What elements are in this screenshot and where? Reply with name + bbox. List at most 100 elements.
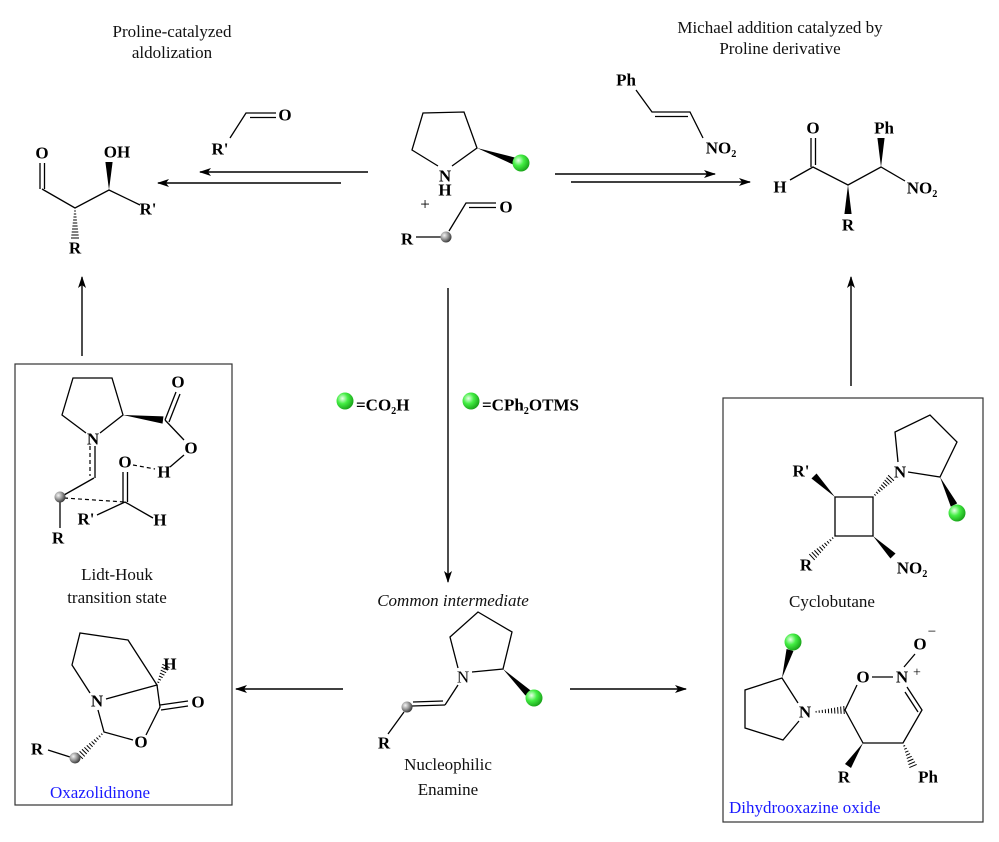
- green-ball-icon: [948, 504, 966, 522]
- gray-ball-icon: [401, 701, 413, 713]
- hash-bond-segment: [821, 544, 826, 549]
- plus-sign: +: [420, 195, 430, 214]
- atom-O: O: [499, 198, 512, 217]
- atom-N: N: [91, 692, 104, 711]
- atom-N: N: [457, 668, 469, 687]
- atom-R-prime: R': [793, 462, 810, 481]
- atom-N: N: [799, 703, 812, 722]
- lidt-houk-transition-state: O O H N O R R' H Lidt-Houk transition st…: [52, 373, 198, 608]
- cyclobutane-caption: Cyclobutane: [789, 592, 875, 611]
- atom-O: O: [191, 693, 204, 712]
- atom-O: O: [184, 439, 197, 458]
- nucleophilic-enamine: N R Nucleophilic Enamine: [378, 611, 543, 799]
- gray-ball-icon: [69, 752, 81, 764]
- atom-NO2: NO₂: [897, 559, 928, 578]
- atom-O: O: [171, 373, 184, 392]
- wedge-bond: [477, 148, 516, 165]
- atom-R-prime: R': [140, 200, 157, 219]
- atom-R: R: [69, 239, 82, 258]
- minus-charge: −: [928, 624, 936, 640]
- atom-O: O: [806, 119, 819, 138]
- hash-bond-segment: [100, 733, 103, 736]
- hash-bond-segment: [84, 746, 90, 752]
- atom-R: R: [401, 230, 414, 249]
- hash-bond-segment: [880, 484, 886, 489]
- atom-R: R: [378, 734, 391, 753]
- hash-bond-segment: [98, 735, 101, 738]
- ts-caption-line2: transition state: [67, 588, 167, 607]
- hash-bond-segment: [905, 753, 911, 756]
- green-ball-icon: [462, 392, 480, 410]
- hash-bond-segment: [819, 546, 824, 551]
- gray-ball-icon: [54, 491, 66, 503]
- left-box: [14, 363, 233, 806]
- atom-R: R: [52, 529, 65, 548]
- atom-H: H: [157, 463, 170, 482]
- plus-charge: +: [913, 666, 921, 681]
- wedge-bond: [877, 138, 885, 167]
- hash-bond-segment: [908, 761, 916, 766]
- hash-bond-segment: [814, 550, 820, 556]
- hash-bond-segment: [91, 741, 95, 745]
- atom-R: R: [800, 556, 813, 575]
- michael-title-line2: Proline derivative: [719, 39, 840, 58]
- atom-O: O: [856, 668, 869, 687]
- aldol-title-line2: aldolization: [132, 43, 213, 62]
- hash-bond-segment: [884, 479, 890, 485]
- wedge-bond: [873, 536, 896, 559]
- dihydrooxazine-oxide: O − O N + N R Ph Dihydrooxazine oxide: [729, 624, 938, 817]
- hash-bond-segment: [877, 489, 881, 493]
- green-ball-icon: [336, 392, 354, 410]
- michael-product: O H Ph NO₂ R: [773, 119, 937, 235]
- hash-bond-segment: [907, 758, 914, 762]
- atom-OH: OH: [104, 143, 130, 162]
- hash-bond-segment: [158, 675, 163, 679]
- gray-ball-icon: [440, 231, 452, 243]
- michael-title-line1: Michael addition catalyzed by: [677, 18, 883, 37]
- atom-O-minus: O: [913, 635, 926, 654]
- hash-bond-segment: [160, 669, 167, 674]
- wedge-bond: [844, 743, 863, 768]
- atom-O: O: [35, 144, 48, 163]
- hash-bond-segment: [162, 663, 170, 669]
- hash-bond-segment: [161, 666, 169, 671]
- proline-catalyst: N H +: [411, 111, 530, 214]
- hash-bond-segment: [808, 553, 816, 561]
- aldehyde-reagent: R' O: [212, 106, 292, 159]
- green-ball-icon: [512, 154, 530, 172]
- atom-H: H: [163, 655, 176, 674]
- atom-H: H: [773, 178, 786, 197]
- hash-bond-segment: [904, 750, 909, 753]
- atom-R-prime: R': [78, 510, 95, 529]
- atom-N: N: [439, 167, 452, 186]
- hash-bond-segment: [826, 540, 830, 544]
- hash-bond-segment: [904, 747, 907, 750]
- atom-Ph: Ph: [616, 71, 636, 90]
- wedge-bond: [105, 162, 113, 190]
- substrate-aldehyde: R O: [401, 198, 513, 249]
- legend: =CO₂H =CPh₂OTMS: [336, 392, 579, 415]
- atom-O: O: [134, 733, 147, 752]
- hash-bond-segment: [829, 538, 832, 542]
- nitrostyrene-reagent: Ph NO₂: [616, 71, 736, 158]
- aldol-product: O OH R R': [35, 143, 156, 258]
- aldol-title-line1: Proline-catalyzed: [113, 22, 232, 41]
- oxazolidinone: H N O O R Oxazolidinone: [31, 632, 205, 802]
- atom-O: O: [278, 106, 291, 125]
- hash-bond-segment: [886, 477, 892, 483]
- oxazolidinone-caption: Oxazolidinone: [50, 783, 150, 802]
- hash-bond-segment: [159, 672, 165, 676]
- atom-N: N: [894, 463, 907, 482]
- hash-bond-segment: [79, 750, 86, 757]
- enamine-caption-line1: Nucleophilic: [404, 755, 492, 774]
- wedge-bond: [123, 415, 164, 424]
- hash-bond-segment: [157, 681, 160, 684]
- wedge-bond: [844, 185, 852, 214]
- legend-proline: =CO₂H: [356, 396, 410, 415]
- wedge-bond: [782, 649, 794, 678]
- atom-R: R: [838, 768, 851, 787]
- atom-H: H: [438, 181, 451, 200]
- atom-N: N: [896, 668, 909, 687]
- hash-bond-segment: [93, 739, 97, 743]
